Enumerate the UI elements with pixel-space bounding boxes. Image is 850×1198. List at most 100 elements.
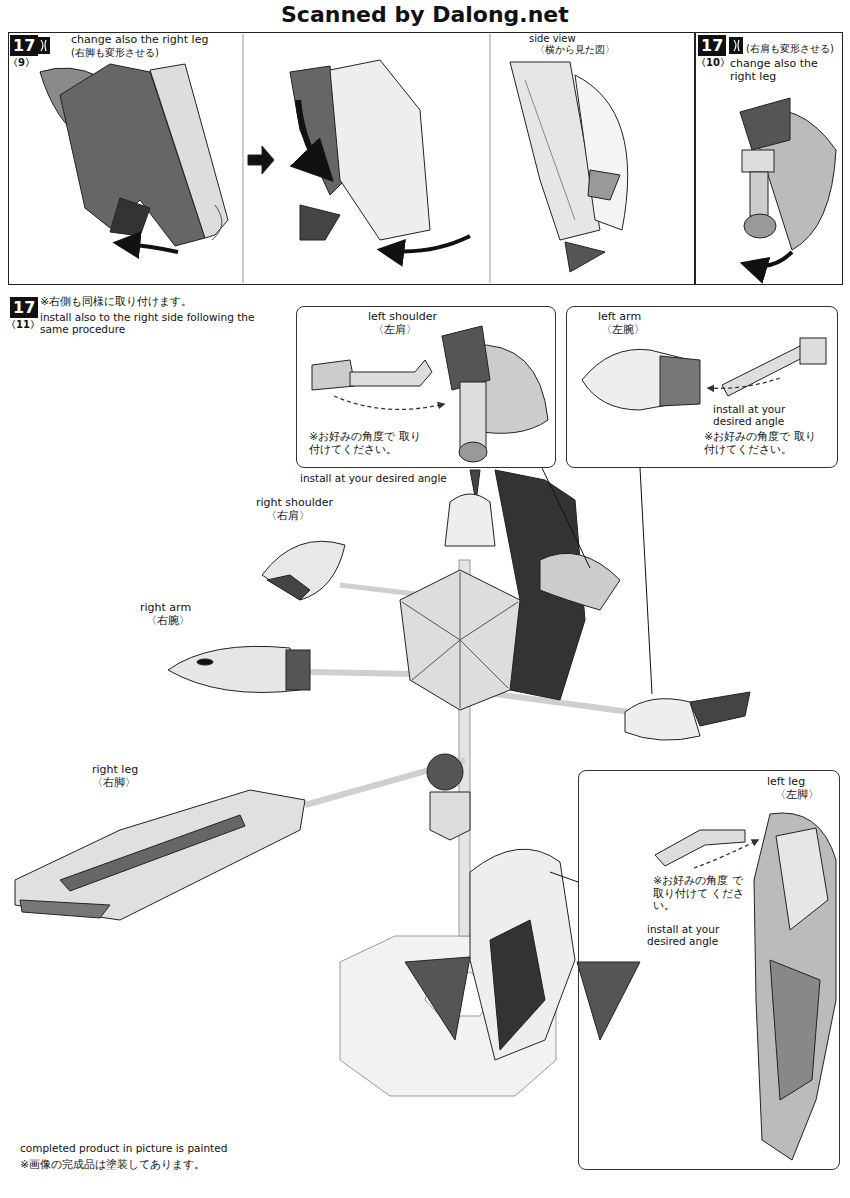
panel-divider-shape bbox=[490, 34, 491, 283]
arm-part-shape bbox=[660, 356, 700, 406]
part-name: 〈左肩〉 bbox=[373, 324, 417, 337]
shoulder-part-shape bbox=[312, 360, 355, 390]
caption-text: completed product in picture is painted bbox=[20, 1142, 227, 1154]
robot-figure-shape bbox=[400, 570, 520, 710]
note-text: ※お好みの角度で 取り付けてください。 bbox=[309, 431, 429, 456]
leg-part-shape bbox=[776, 828, 828, 930]
robot-figure-shape bbox=[540, 553, 620, 610]
note-text: install at your desired angle bbox=[300, 472, 447, 484]
shoulder-part-shape bbox=[744, 214, 776, 238]
part-name: 〈左腕〉 bbox=[601, 324, 645, 337]
robot-figure-shape bbox=[267, 575, 310, 600]
panel-divider bbox=[36, 34, 743, 283]
part-name: left shoulder bbox=[368, 311, 437, 324]
part-name: 〈右肩〉 bbox=[266, 510, 310, 523]
sub-step-number: 〈9〉 bbox=[8, 57, 35, 69]
part-name: 〈右脚〉 bbox=[92, 777, 136, 790]
part-name: right arm bbox=[140, 602, 191, 615]
leg-side-view-shape bbox=[588, 170, 620, 200]
leader-line-shape bbox=[550, 872, 578, 882]
note-text: ※右側も同様に取り付けます。 bbox=[40, 296, 192, 309]
robot-figure-shape bbox=[15, 790, 305, 920]
arm-part-shape bbox=[800, 338, 826, 364]
robot-figure-shape bbox=[625, 699, 700, 741]
leg-side-view-shape bbox=[525, 80, 575, 220]
robot-figure-shape bbox=[427, 754, 463, 790]
view-label: 〈横から見た図〉 bbox=[535, 44, 615, 56]
robot-figure-shape bbox=[262, 541, 345, 600]
shoulder-part-shape bbox=[750, 172, 768, 216]
part-name: left arm bbox=[598, 311, 641, 324]
leg-part-shape bbox=[655, 830, 745, 866]
shoulder-part-shape bbox=[350, 360, 432, 386]
shoulder-part-shape bbox=[745, 252, 792, 266]
shoulder-part-shape bbox=[442, 326, 490, 390]
robot-figure-shape bbox=[405, 957, 470, 1040]
panel-divider-shape bbox=[41, 40, 46, 51]
shoulder-part bbox=[740, 98, 836, 266]
leg-side-view-shape bbox=[575, 75, 628, 230]
leg-part-shape bbox=[330, 60, 430, 240]
note-text: install also to the right side following… bbox=[40, 311, 255, 335]
leg-part bbox=[248, 60, 470, 251]
detail-inset: left arm〈左腕〉 install at your desired angl… bbox=[566, 306, 838, 468]
robot-figure-shape bbox=[470, 849, 575, 1060]
part-name: left leg bbox=[767, 776, 805, 789]
part-name: right shoulder bbox=[256, 497, 333, 510]
shoulder-part-shape bbox=[460, 382, 486, 448]
detail-inset: left leg〈左脚〉※お好みの角度 で取り付けて ください。install … bbox=[578, 770, 840, 1170]
robot-figure-shape bbox=[168, 646, 300, 692]
robot-figure-shape bbox=[490, 920, 545, 1050]
step-number: 17 bbox=[698, 35, 726, 56]
leg-part-shape bbox=[248, 146, 274, 174]
caption-text: ※画像の完成品は塗装してあります。 bbox=[20, 1159, 205, 1172]
step-panel: (右肩も変形させる) change also the right leg bbox=[695, 32, 843, 285]
instruction-text: (右肩も変形させる) bbox=[746, 43, 834, 55]
shoulder-part-shape bbox=[459, 442, 487, 462]
arm-part-shape bbox=[708, 378, 780, 388]
shoulder-part-shape bbox=[742, 150, 774, 172]
shoulder-part-shape bbox=[740, 98, 790, 150]
arm-part-shape bbox=[722, 346, 806, 396]
panel-divider-shape bbox=[729, 37, 743, 54]
note-text: install at your desired angle bbox=[647, 923, 739, 947]
leg-part-shape bbox=[694, 840, 758, 868]
watermark: Scanned by Dalong.net bbox=[281, 2, 569, 27]
leg-part-shape bbox=[118, 243, 178, 252]
leg-side-view bbox=[510, 62, 628, 272]
step-panel: change also the right leg(右脚も変形させる)side … bbox=[8, 32, 695, 285]
robot-figure-shape bbox=[402, 572, 518, 708]
leg-part-shape bbox=[300, 205, 340, 240]
panel-divider-shape bbox=[734, 40, 739, 51]
leader-line-shape bbox=[542, 468, 590, 568]
leader-line bbox=[542, 468, 652, 882]
detail-inset: left shoulder〈左肩〉 ※お好みの角度で 取り付けてください。 bbox=[296, 306, 556, 468]
robot-figure-shape bbox=[430, 792, 470, 840]
panel-divider-shape bbox=[243, 34, 244, 283]
leg-part-shape bbox=[298, 100, 328, 176]
robot-figure-shape bbox=[60, 815, 245, 891]
note-text: ※お好みの角度 で取り付けて ください。 bbox=[653, 875, 753, 913]
note-text: install at your desired angle bbox=[713, 403, 823, 427]
instruction-text: (右脚も変形させる) bbox=[71, 47, 159, 59]
leg-part bbox=[655, 813, 836, 1160]
robot-figure-shape bbox=[690, 692, 750, 726]
leg-part bbox=[40, 64, 228, 252]
robot-figure-shape bbox=[577, 962, 640, 1040]
robot-figure-shape bbox=[286, 650, 310, 690]
robot-figure-shape bbox=[197, 659, 213, 665]
sub-step-number: 〈10〉 bbox=[696, 57, 730, 69]
arm-part bbox=[582, 338, 826, 410]
robot-figure bbox=[15, 470, 750, 1060]
leg-part-shape bbox=[770, 960, 820, 1100]
instruction-text: change also the right leg bbox=[730, 58, 838, 83]
display-stand bbox=[305, 560, 630, 1096]
robot-figure-shape bbox=[445, 494, 495, 546]
leader-line-shape bbox=[640, 468, 652, 694]
part-name: right leg bbox=[92, 764, 138, 777]
step-number: 17 bbox=[10, 35, 38, 56]
note-text: ※お好みの角度で 取り付けてください。 bbox=[704, 431, 826, 456]
leg-part-shape bbox=[110, 198, 150, 236]
